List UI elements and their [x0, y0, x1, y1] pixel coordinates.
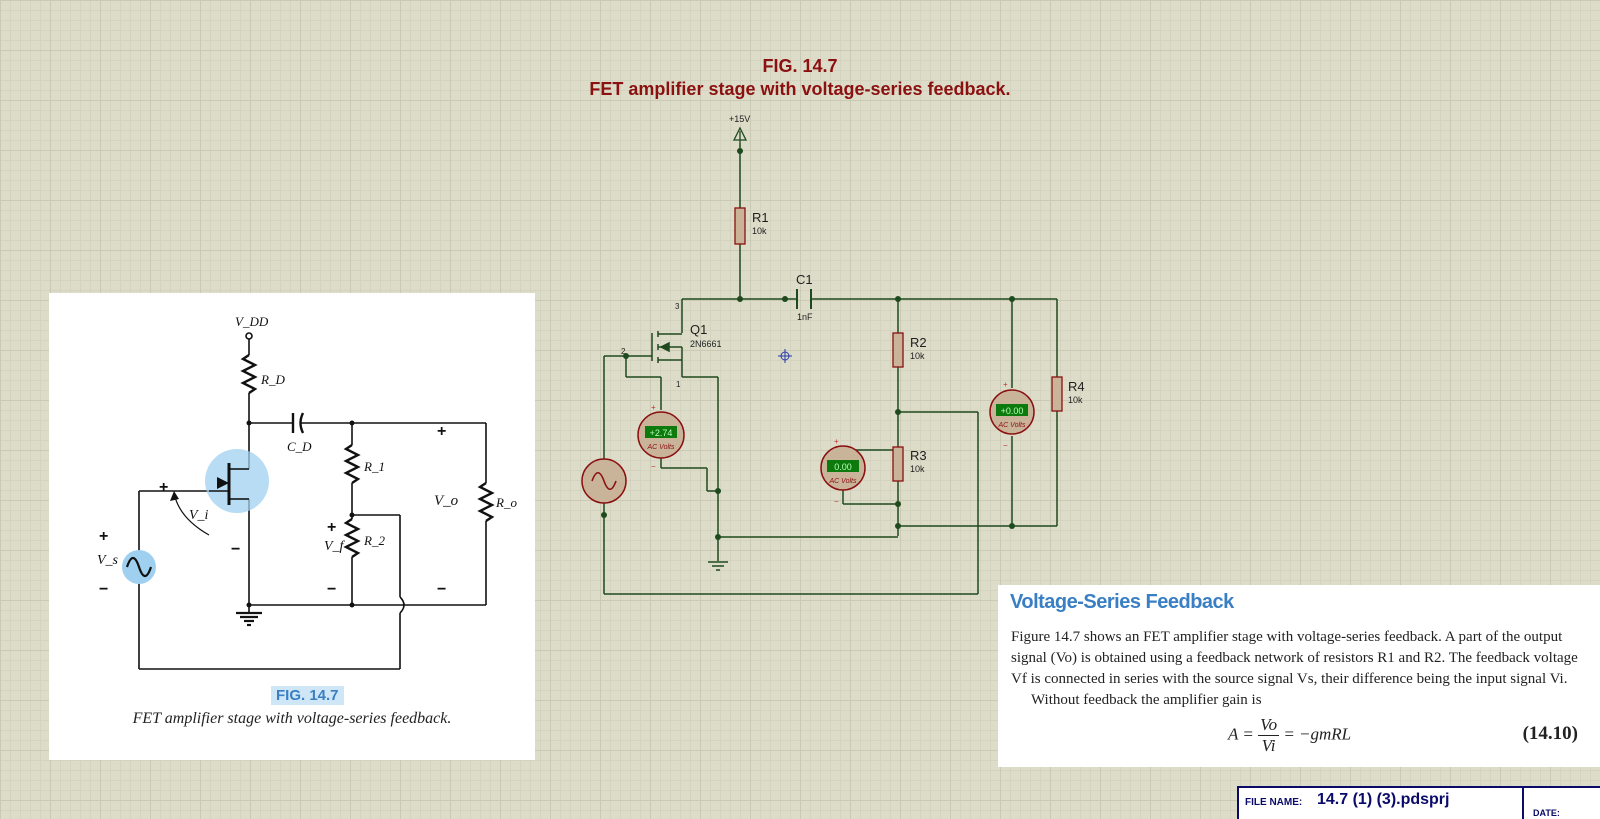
supply-label: +15V	[729, 114, 750, 124]
voltmeter-1[interactable]: +2.74 AC Volts + −	[637, 403, 685, 471]
c1-value: 1nF	[797, 312, 813, 322]
r2-ref: R2	[910, 335, 927, 350]
ground-icon	[708, 561, 728, 571]
section-body: Figure 14.7 shows an FET amplifier stage…	[1011, 627, 1591, 711]
voltmeter-2-reading: 0.00	[834, 462, 852, 472]
text-panel: Voltage-Series Feedback Figure 14.7 show…	[998, 585, 1600, 767]
r3-value: 10k	[910, 464, 925, 474]
textbook-circuit	[122, 332, 495, 670]
r1-label: R_1	[364, 459, 385, 474]
c1-capacitor[interactable]	[796, 289, 812, 309]
q1-pin-source: 1	[676, 380, 681, 389]
vi-minus: −	[231, 541, 241, 558]
jfet-highlight	[205, 449, 269, 513]
figure-title: FET amplifier stage with voltage-series …	[589, 79, 1011, 99]
origin-marker-icon	[778, 349, 792, 363]
vf-minus: −	[327, 581, 337, 598]
title-block: FILE NAME: 14.7 (1) (3).pdsprj DATE:	[1237, 786, 1600, 819]
r2-resistor[interactable]	[892, 332, 904, 368]
ac-source-icon[interactable]	[581, 458, 627, 504]
vs-label: V_s	[97, 553, 118, 568]
textbook-figure-panel: V_DD R_D C_D R_1 R_2 R_o V_o V_f V_i V_s…	[49, 293, 535, 760]
file-name-value: 14.7 (1) (3).pdsprj	[1317, 791, 1450, 808]
vs-plus: +	[99, 528, 109, 545]
eq-lhs: A =	[1228, 724, 1254, 744]
r1-value: 10k	[752, 226, 767, 236]
figure-label: FIG. 14.7	[762, 56, 838, 76]
cd-label: C_D	[287, 439, 312, 454]
eq-rhs: = −gmRL	[1283, 724, 1352, 744]
vi-plus: +	[159, 479, 169, 496]
voltmeter-1-plus: +	[651, 403, 656, 412]
title-block-divider	[1522, 788, 1524, 819]
section-paragraph: Figure 14.7 shows an FET amplifier stage…	[1011, 629, 1578, 687]
voltmeter-2[interactable]: 0.00 AC Volts + −	[820, 437, 866, 506]
r3-ref: R3	[910, 448, 927, 463]
r4-resistor[interactable]	[1051, 376, 1063, 412]
q1-part: 2N6661	[690, 339, 722, 349]
vf-label: V_f	[324, 539, 344, 554]
section-title: Voltage-Series Feedback	[1010, 591, 1234, 613]
vf-plus: +	[327, 519, 337, 536]
r1-ref: R1	[752, 210, 769, 225]
power-terminal-icon[interactable]	[732, 126, 748, 143]
voltmeter-1-mode: AC Volts	[647, 444, 675, 451]
q1-pin-drain: 3	[675, 302, 680, 311]
textbook-caption: FET amplifier stage with voltage-series …	[132, 710, 452, 727]
vo-minus: −	[437, 581, 447, 598]
file-name-label: FILE NAME:	[1245, 797, 1303, 808]
ro-label: R_o	[496, 495, 517, 510]
gain-equation: A = Vo Vi = −gmRL	[1228, 715, 1351, 756]
voltmeter-2-mode: AC Volts	[829, 478, 857, 485]
r3-resistor[interactable]	[892, 446, 904, 482]
r2-label: R_2	[364, 533, 385, 548]
eq-denominator: Vi	[1261, 736, 1276, 755]
wires	[603, 143, 1058, 595]
r1-resistor[interactable]	[734, 207, 746, 245]
section-line2: Without feedback the amplifier gain is	[1031, 692, 1262, 708]
vo-label: V_o	[434, 493, 459, 509]
vs-minus: −	[99, 581, 109, 598]
eq-fraction: Vo Vi	[1258, 715, 1280, 756]
c1-ref: C1	[796, 272, 813, 287]
textbook-caption-label: FIG. 14.7	[271, 686, 344, 705]
vo-plus: +	[437, 423, 447, 440]
voltmeter-1-reading: +2.74	[650, 428, 673, 438]
voltmeter-3-reading: +0.00	[1001, 406, 1024, 416]
voltmeter-2-plus: +	[834, 437, 839, 446]
date-label: DATE:	[1533, 808, 1560, 818]
voltmeter-2-minus: −	[834, 497, 839, 506]
voltmeter-3-mode: AC Volts	[998, 422, 1026, 429]
junctions	[601, 148, 1015, 540]
eq-numerator: Vo	[1258, 715, 1280, 736]
rd-label: R_D	[261, 372, 285, 387]
r2-value: 10k	[910, 351, 925, 361]
q1-pin-gate: 2	[621, 347, 626, 356]
vi-label: V_i	[189, 508, 209, 523]
q1-ref: Q1	[690, 322, 707, 337]
equation-number: (14.10)	[1522, 723, 1578, 744]
voltmeter-1-minus: −	[651, 462, 656, 471]
voltmeter-3-plus: +	[1003, 380, 1008, 389]
voltmeter-3-minus: −	[1003, 441, 1008, 450]
r4-ref: R4	[1068, 379, 1085, 394]
q1-mosfet-icon[interactable]	[651, 331, 683, 363]
voltmeter-3[interactable]: +0.00 AC Volts + −	[989, 380, 1035, 450]
vdd-label: V_DD	[235, 314, 269, 329]
r4-value: 10k	[1068, 395, 1083, 405]
